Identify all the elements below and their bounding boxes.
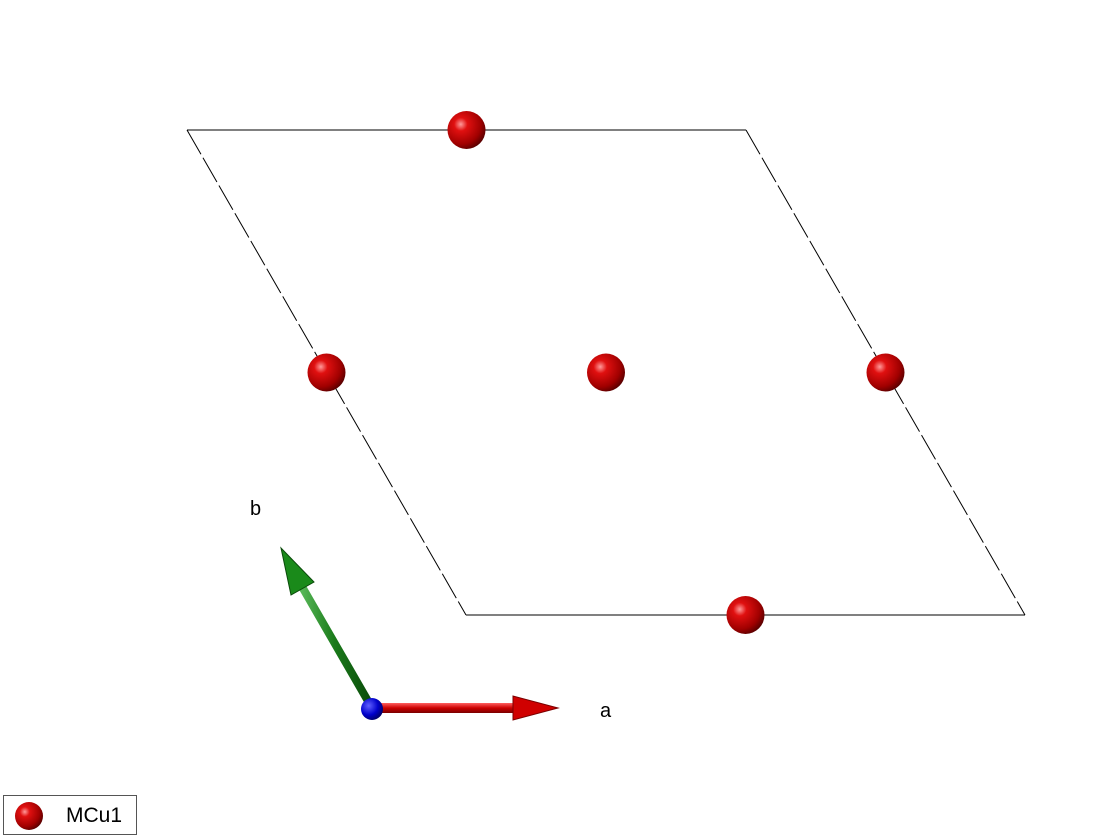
legend-atom-swatch: [15, 802, 43, 830]
a-axis-arrow: [372, 695, 560, 721]
atom-mcu1: [866, 353, 905, 392]
axis-label-a: a: [600, 700, 612, 722]
atoms-group: [307, 111, 905, 634]
c-axis-marker: [361, 698, 383, 720]
b-axis-arrow: [280, 546, 376, 712]
legend: MCu1: [3, 795, 137, 835]
legend-label: MCu1: [66, 804, 123, 827]
axis-label-b: b: [250, 498, 262, 520]
axis-triad: [280, 546, 560, 721]
atom-mcu1: [587, 353, 625, 392]
atom-mcu1: [447, 111, 486, 149]
atom-mcu1: [307, 353, 346, 392]
atom-mcu1: [726, 596, 765, 634]
